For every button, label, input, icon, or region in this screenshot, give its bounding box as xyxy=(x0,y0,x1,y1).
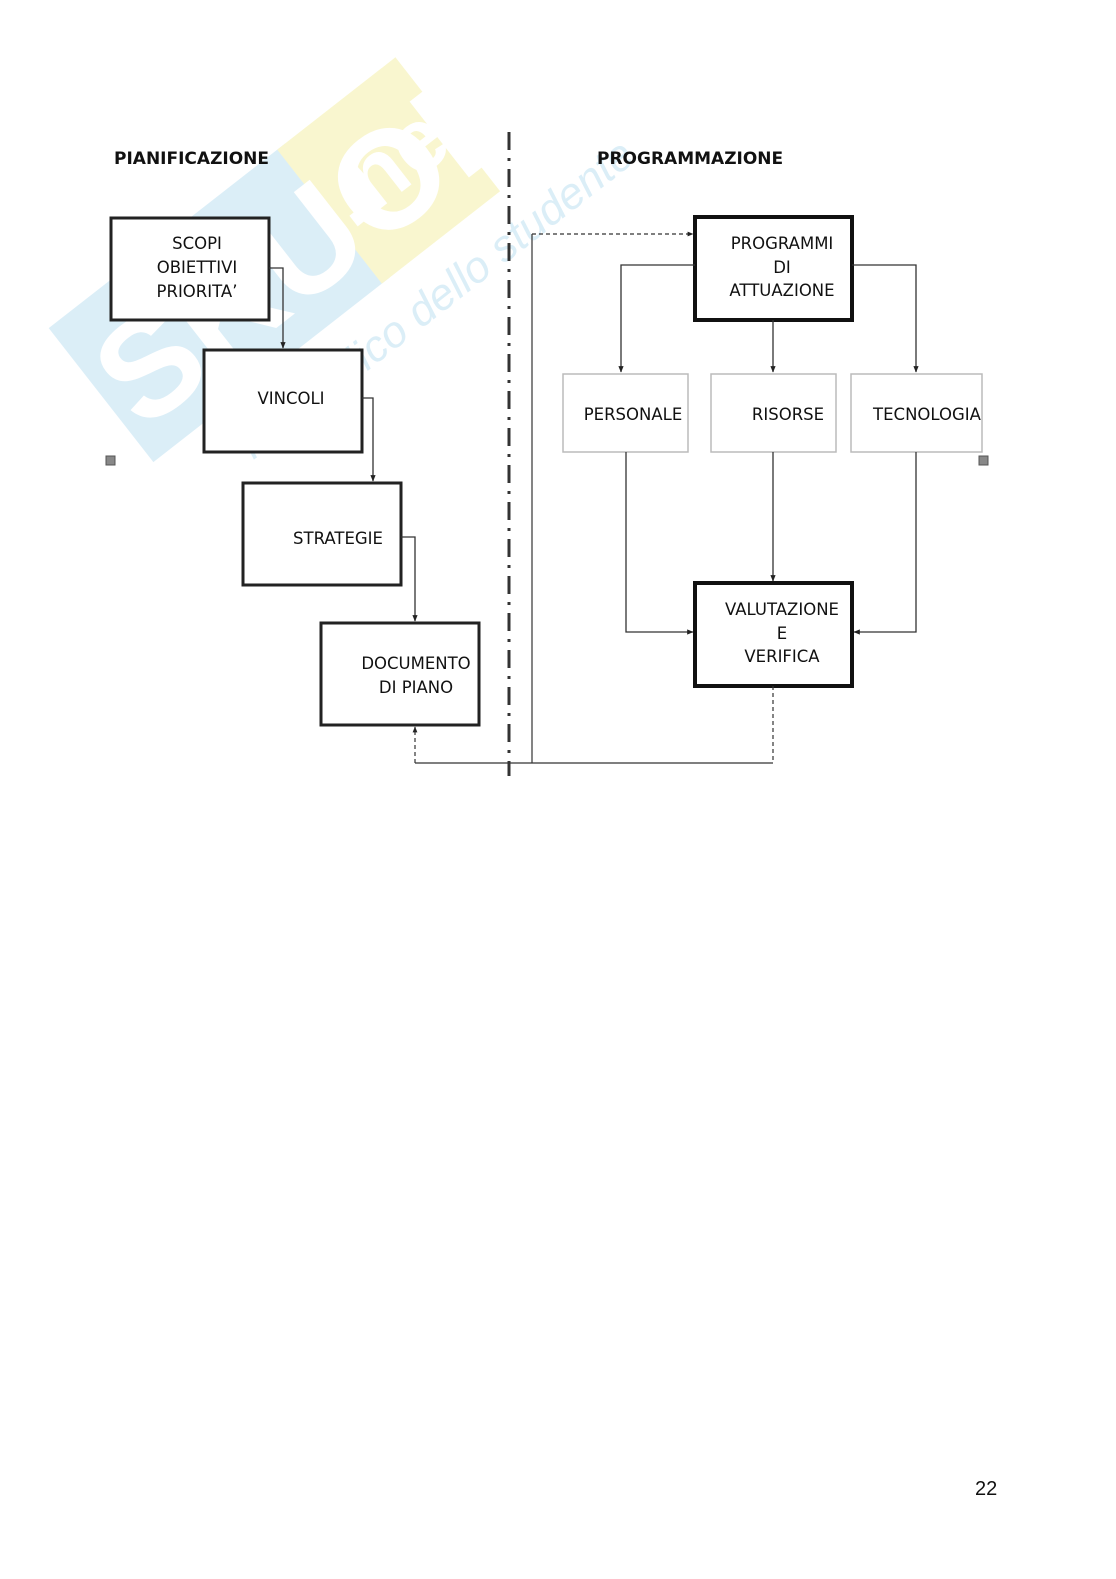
box-programmi-line-3: ATTUAZIONE xyxy=(729,281,834,300)
box-risorse: RISORSE xyxy=(710,373,837,453)
box-scopi-line-3: PRIORITA’ xyxy=(157,282,238,301)
box-vincoli-line-1: VINCOLI xyxy=(257,389,324,408)
page-number: 22 xyxy=(975,1478,998,1500)
box-valutazione-line-3: VERIFICA xyxy=(744,647,820,666)
arrow-scopi-to-vincoli xyxy=(269,267,286,349)
watermark-yellow-block xyxy=(277,57,501,284)
box-scopi-line-1: SCOPI xyxy=(172,234,222,253)
right-handle-marker xyxy=(978,455,989,466)
box-personale: PERSONALE xyxy=(562,373,689,453)
box-programmi-line-1: PROGRAMMI xyxy=(731,234,834,253)
arrow-personale-to-valutazione xyxy=(625,452,694,635)
box-personale-line-1: PERSONALE xyxy=(584,405,683,424)
box-documento-line-1: DOCUMENTO xyxy=(361,654,470,673)
box-tecnologia-line-1: TECNOLOGIA xyxy=(872,405,982,424)
box-strategie: STRATEGIE xyxy=(241,481,403,587)
box-programmi-line-2: DI xyxy=(773,258,791,277)
box-documento-line-2: DI PIANO xyxy=(379,678,453,697)
arrow-programmi-to-tecnologia xyxy=(852,264,919,373)
left-handle-marker xyxy=(105,455,116,466)
box-vincoli: VINCOLI xyxy=(202,348,364,454)
arrow-tecnologia-to-valutazione xyxy=(853,452,917,635)
heading-pianificazione: PIANIFICAZIONE xyxy=(114,149,269,169)
box-programmi: PROGRAMMI DI ATTUAZIONE xyxy=(693,215,854,322)
box-valutazione: VALUTAZIONE E VERIFICA xyxy=(693,581,854,688)
box-scopi: SCOPI OBIETTIVI PRIORITA’ xyxy=(109,216,271,322)
arrow-strategie-to-documento xyxy=(401,536,418,622)
arrow-vincoli-to-strategie xyxy=(362,397,376,482)
box-documento: DOCUMENTO DI PIANO xyxy=(319,621,481,727)
box-strategie-line-1: STRATEGIE xyxy=(293,529,383,548)
box-risorse-line-1: RISORSE xyxy=(752,405,824,424)
box-valutazione-line-1: VALUTAZIONE xyxy=(725,600,839,619)
box-scopi-line-2: OBIETTIVI xyxy=(157,258,238,277)
box-valutazione-line-2: E xyxy=(777,624,787,643)
heading-programmazione: PROGRAMMAZIONE xyxy=(597,149,783,169)
arrow-programmi-to-personale xyxy=(618,264,695,373)
box-tecnologia: TECNOLOGIA xyxy=(850,373,983,453)
